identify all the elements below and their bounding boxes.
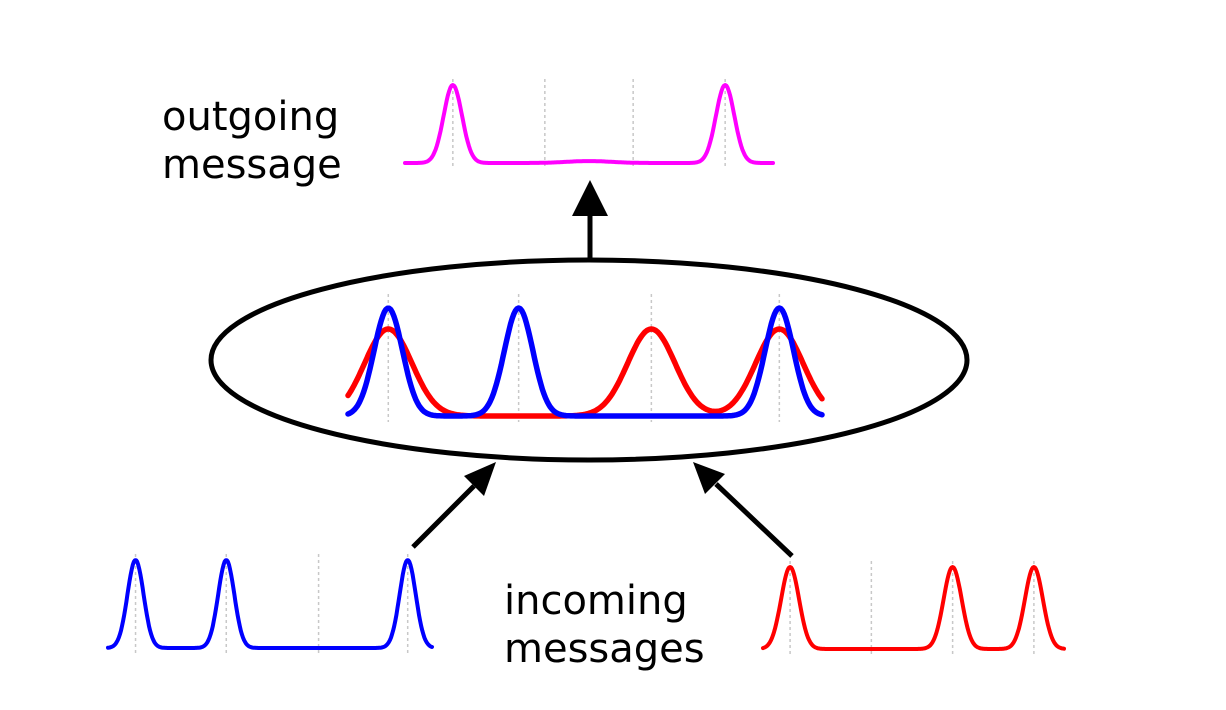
incoming-arrow-right (693, 462, 794, 558)
outgoing-label-line2: message (162, 142, 342, 188)
outgoing-message-plot (403, 79, 775, 169)
outgoing-label-line1: outgoing (162, 94, 339, 140)
incoming-arrowhead-left (464, 462, 496, 496)
product-plot (345, 294, 825, 422)
incoming-message-red-plot (761, 561, 1066, 655)
incoming-blue-curve (106, 558, 434, 650)
factor-node (208, 257, 970, 463)
outgoing-label: outgoing message (162, 94, 352, 188)
outgoing-arrow (572, 180, 608, 260)
incoming-label: incoming messages (504, 578, 705, 672)
incoming-arrow-left (411, 462, 496, 549)
incoming-label-line2: messages (504, 626, 705, 672)
incoming-arrowhead-right (693, 462, 725, 494)
product-blue-curve (345, 305, 825, 419)
outgoing-curve (403, 83, 775, 165)
incoming-red-curve (761, 565, 1066, 651)
incoming-message-blue-plot (106, 554, 434, 654)
outgoing-arrowhead (572, 180, 608, 216)
incoming-label-line1: incoming (504, 578, 688, 624)
